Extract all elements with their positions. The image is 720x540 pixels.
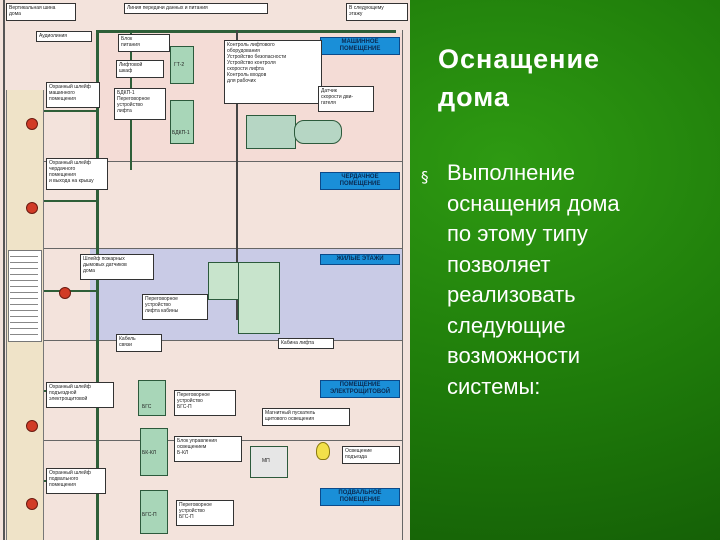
slide-title-line1: Оснащение [438, 44, 601, 74]
floor-tick [10, 262, 38, 263]
lift-cabin [238, 262, 280, 334]
label-guard-loop-machine: Охранный шлейф машинного помещения [46, 82, 100, 108]
floor-tick [10, 322, 38, 323]
label-speed-sensor: Датчик скорости дви- гателя [318, 86, 374, 112]
floor-tick [10, 292, 38, 293]
alarm-marker [26, 420, 38, 432]
body-line: оснащения дома [447, 190, 620, 216]
bgs2-device [140, 490, 168, 534]
floor-tick [10, 334, 38, 335]
slide-body: Выполнение оснащения дома по этому типу … [447, 158, 687, 402]
label-magnetic-starter: Магнитный пускатель щитового освещения [262, 408, 350, 426]
floor-tick [10, 256, 38, 257]
label-bgs-intercom: Переговорное устройство БГС-П [174, 390, 236, 416]
bullet-icon: § [421, 168, 429, 186]
floor-tick [10, 298, 38, 299]
lift-motor [246, 115, 296, 149]
floor-line [44, 161, 402, 162]
label-vertical-bus: Вертикальная шина дома [6, 3, 76, 21]
cabin-intercom-device [208, 262, 240, 300]
zone-tag-machine-room: МАШИННОЕ ПОМЕЩЕНИЕ [320, 37, 400, 55]
zone-tag-first-floor: ПОМЕЩЕНИЕ ЭЛЕКТРОЩИТОВОЙ [320, 380, 400, 398]
label-cable: Кабель связи [116, 334, 162, 352]
body-line: возможности [447, 343, 581, 368]
bus-riser [96, 30, 99, 540]
label-bgs2-intercom: Переговорное устройство БГС-П [176, 500, 234, 526]
riser-branch [236, 30, 238, 320]
body-line: Выполнение [447, 160, 576, 185]
label-lift-cabinet: Лифтовой шкаф [116, 60, 164, 78]
floor-tick [10, 304, 38, 305]
bk-label: БК-КЛ [142, 450, 157, 456]
body-line: реализовать [447, 282, 576, 307]
lift-motor-drum [294, 120, 342, 144]
mp-device [250, 446, 288, 478]
slide-title-line2: дома [438, 82, 510, 112]
alarm-marker [26, 118, 38, 130]
lift-system-diagram: Вертикальная шина дома Линия передачи да… [0, 0, 410, 540]
floor-tick [10, 310, 38, 311]
floor-line [44, 248, 402, 249]
label-guard-loop-electrical: Охранный шлейф подъездной электрощитовой [46, 382, 114, 408]
body-line: по этому типу [447, 221, 588, 246]
diagram-frame-right [402, 30, 403, 540]
label-checklist: Контроль лифтового оборудования Устройст… [224, 40, 322, 104]
label-cabin-intercom: Переговорное устройство лифта кабины [142, 294, 208, 320]
floor-tick [10, 274, 38, 275]
body-line: следующие [447, 312, 566, 338]
top-bus [96, 30, 396, 33]
floor-tick [10, 328, 38, 329]
bgs-label: БГС [142, 404, 152, 410]
floor-line [44, 340, 402, 341]
body-line: позволяет [447, 251, 551, 277]
label-power-block: Блок питания [118, 34, 170, 52]
shaft-floor-block [8, 250, 42, 342]
bk-device [140, 428, 168, 476]
label-intercom-lift: БДКП-1 Переговорное устройство лифта [114, 88, 166, 120]
label-light-control: Блок управления освещением Б-КЛ [174, 436, 242, 462]
label-cabin: Кабина лифта [278, 338, 334, 349]
riser-branch [44, 200, 96, 202]
floor-tick [10, 286, 38, 287]
zone-tag-living-floors: ЖИЛЫЕ ЭТАЖИ [320, 254, 400, 265]
bgs2-label: БГС-П [142, 512, 157, 518]
floor-tick [10, 280, 38, 281]
label-next-floor: В следующему этажу [346, 3, 408, 21]
gt2-label: ГТ-2 [174, 62, 185, 68]
bdkp-label: БДКП-1 [172, 130, 190, 136]
alarm-marker [26, 498, 38, 510]
riser-branch [44, 110, 96, 112]
building-wall [3, 0, 5, 540]
zone-tag-basement: ПОДВАЛЬНОЕ ПОМЕЩЕНИЕ [320, 488, 400, 506]
label-guard-loop-attic: Охранный шлейф чердачного помещения и вы… [46, 158, 108, 190]
body-line: системы: [447, 373, 541, 399]
label-smoke-detectors: Шлейф пожарных дымовых датчиков дома [80, 254, 154, 280]
bdkp-device [170, 100, 194, 144]
label-guard-loop-basement: Охранный шлейф подвального помещения [46, 468, 106, 494]
floor-tick [10, 316, 38, 317]
label-lighting: Освещение подъезда [342, 446, 400, 464]
zone-tag-attic: ЧЕРДАЧНОЕ ПОМЕЩЕНИЕ [320, 172, 400, 190]
gt2-device [170, 46, 194, 84]
slide-title: Оснащение дома [438, 40, 698, 116]
label-audio-line: Аудиолиния [36, 31, 92, 42]
mp-label: МП [262, 458, 270, 464]
alarm-marker [26, 202, 38, 214]
label-data-line: Линия передачи данных и питания [124, 3, 268, 14]
lamp-icon [316, 442, 330, 460]
alarm-marker [59, 287, 71, 299]
bgs-device [138, 380, 166, 416]
floor-tick [10, 268, 38, 269]
